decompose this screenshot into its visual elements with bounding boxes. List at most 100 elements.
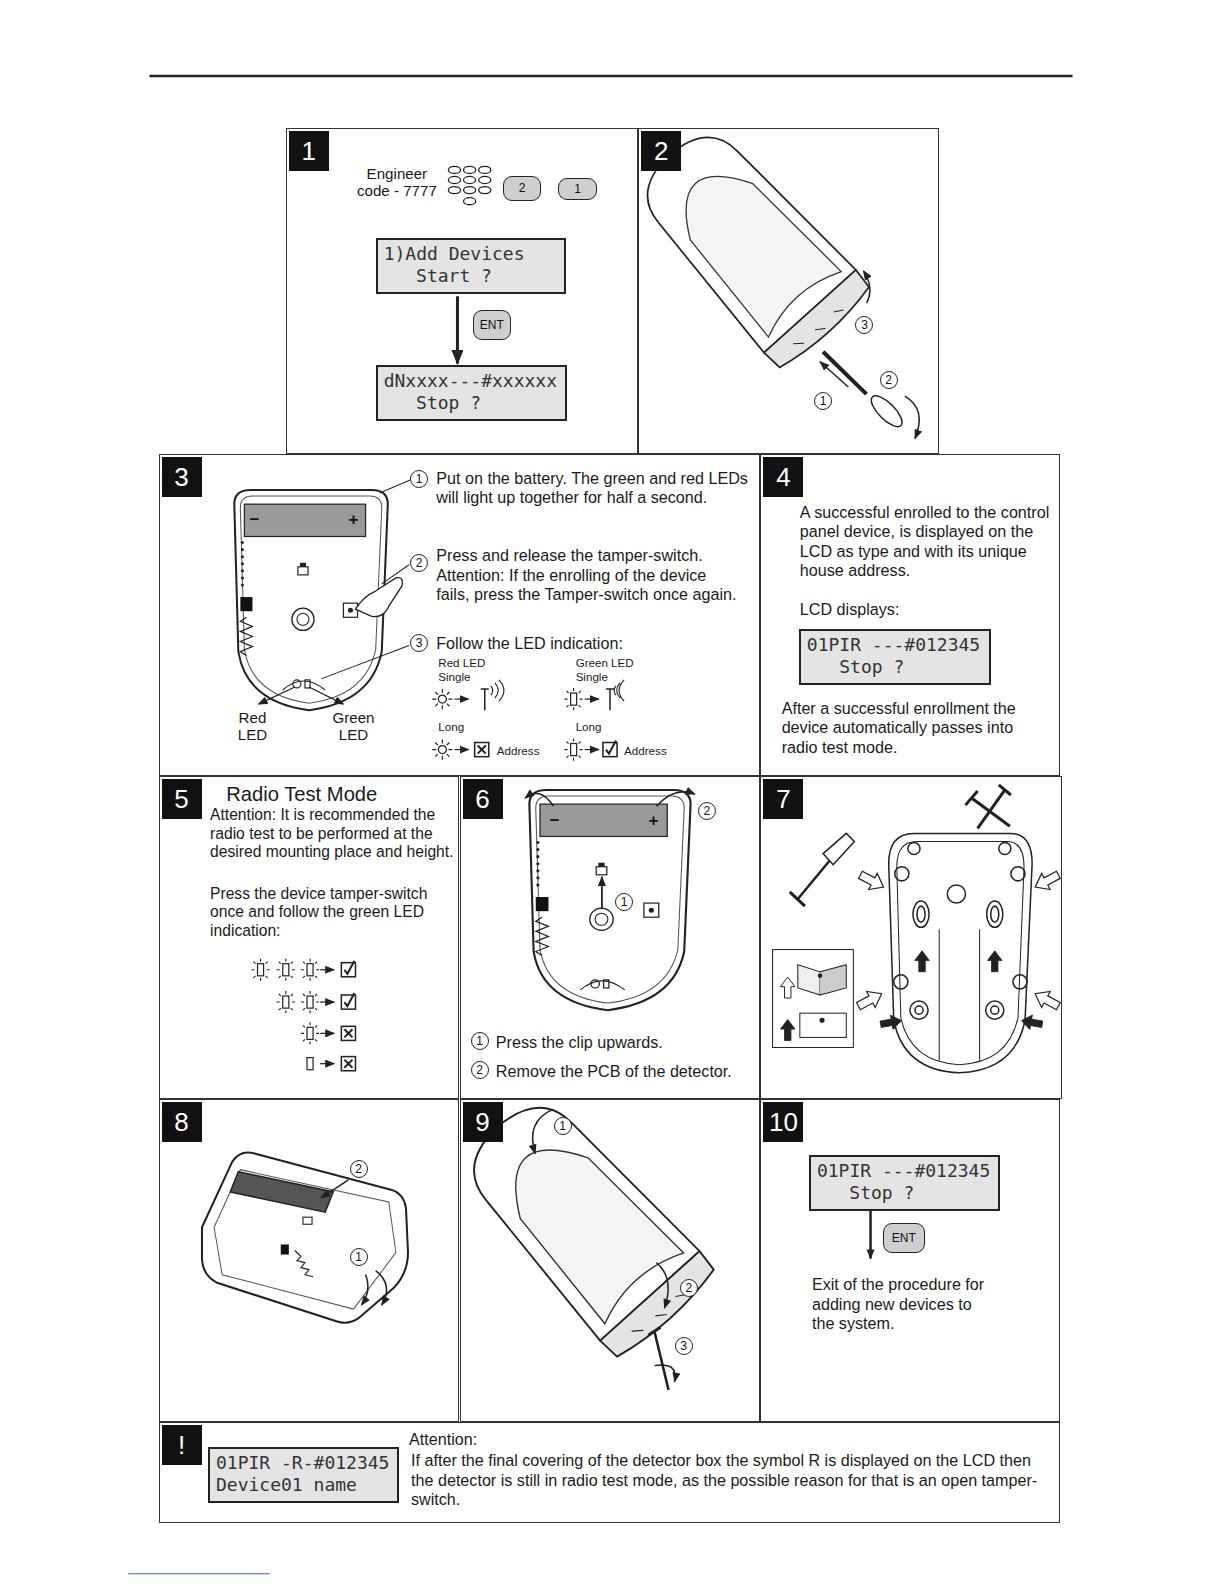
- flow-arrow: [456, 296, 459, 363]
- step-number: 3: [162, 457, 202, 497]
- callout-number: 3: [410, 634, 428, 652]
- lcd-line: dNxxxx---#xxxxxx: [384, 370, 557, 392]
- mounting-arrows: [879, 1013, 902, 1031]
- instruction-text: Attention:: [409, 1430, 611, 1449]
- lcd-display: 01PIR ---#012345Stop ?: [809, 1155, 1000, 1211]
- keypad-button: ENT: [473, 310, 511, 340]
- cover-closing: [656, 1263, 668, 1308]
- callout-number: 1: [350, 1248, 368, 1266]
- instruction-text: Address: [497, 744, 558, 758]
- button-label: 1: [574, 182, 581, 196]
- keypad-icon: [448, 176, 460, 183]
- instruction-text: Press the clip upwards.: [496, 1033, 754, 1052]
- keypad-icon: [464, 166, 476, 173]
- mounting-base: [798, 965, 820, 995]
- instruction-text: Attention: It is recommended the radio t…: [210, 806, 458, 862]
- radio-test-icons: [341, 961, 355, 977]
- mounting-base: [913, 901, 929, 927]
- callout-number: 1: [554, 1117, 572, 1135]
- mounting-arrows: [780, 977, 795, 998]
- step-number: 10: [763, 1102, 803, 1142]
- mounting-base: [910, 1001, 928, 1019]
- step-panel: 4A successful enrolled to the control pa…: [760, 454, 1060, 775]
- keypad-button: 2: [503, 176, 541, 201]
- pcb-reinsert: [303, 1217, 312, 1224]
- radio-test-icons: [341, 1057, 355, 1071]
- lcd-display: 1)Add DevicesStart ?: [376, 238, 566, 294]
- pcb-battery-step: [321, 646, 409, 679]
- lcd-line: Stop ?: [839, 656, 904, 678]
- mounting-base: [894, 975, 908, 989]
- detector-opening: [863, 271, 869, 303]
- instruction-text: Radio Test Mode: [226, 782, 453, 806]
- led-indication-icons: [454, 749, 468, 750]
- pcb-removal: [525, 794, 553, 807]
- radio-test-icons: [301, 959, 319, 981]
- detector-opening: [867, 391, 907, 431]
- mounting-arrows: [780, 1019, 795, 1040]
- battery-sign: +: [645, 811, 661, 831]
- battery-sign: −: [246, 510, 262, 530]
- radio-test-icons: [341, 1026, 355, 1040]
- callout-number: 2: [410, 554, 428, 572]
- led-indication-icons: [565, 738, 583, 760]
- cover-closing: [654, 1331, 668, 1390]
- pcb-reinsert: [281, 1244, 289, 1254]
- instruction-text: Long: [438, 720, 478, 734]
- mounting-base: [991, 1006, 999, 1014]
- button-label: 2: [519, 181, 526, 195]
- mounting-base: [889, 833, 1032, 1072]
- pcb-reinsert: [376, 1271, 387, 1305]
- pcb-battery-step: [380, 480, 410, 493]
- lcd-line: Start ?: [416, 265, 492, 287]
- callout-number: 2: [350, 1160, 368, 1178]
- lcd-line: 01PIR -R-#012345: [216, 1452, 389, 1474]
- step-number: 9: [463, 1102, 503, 1142]
- mounting-base: [978, 790, 1005, 828]
- step-panel: 9: [460, 1099, 761, 1422]
- step-panel: 2: [638, 128, 939, 454]
- led-indication-icons: [585, 749, 599, 750]
- lcd-line: 01PIR ---#012345: [807, 634, 980, 656]
- step-number: 2: [641, 131, 681, 171]
- mounting-base: [915, 1006, 923, 1014]
- mounting-base: [987, 901, 1003, 927]
- radio-test-icons: [251, 959, 269, 981]
- cover-closing: [448, 1082, 720, 1363]
- led-indication-icons: [432, 739, 452, 759]
- step-panel: !Attention:If after the final covering o…: [159, 1422, 1061, 1523]
- radio-test-icons: [320, 1033, 334, 1034]
- radio-test-icons: [301, 1022, 319, 1044]
- callout-number: 2: [698, 802, 716, 820]
- instruction-text: Follow the LED indication:: [436, 634, 739, 653]
- mounting-arrows: [1031, 986, 1063, 1014]
- callout-number: 3: [675, 1337, 693, 1355]
- keypad-button: 1: [558, 178, 596, 200]
- callout-number: 1: [814, 392, 832, 410]
- keypad-icon: [448, 166, 460, 173]
- step-panel: 1211)Add DevicesStart ?ENTdNxxxx---#xxxx…: [286, 128, 638, 454]
- mounting-base: [991, 906, 999, 922]
- step-number: 4: [763, 457, 803, 497]
- instruction-text: Remove the PCB of the detector.: [496, 1062, 754, 1081]
- mounting-base: [800, 1013, 846, 1037]
- cover-closing: [448, 1082, 720, 1390]
- cover-closing: [648, 1327, 660, 1335]
- pcb-reinsert: [202, 1153, 408, 1323]
- mounting-base: [908, 842, 920, 854]
- lcd-line: Device01 name: [216, 1474, 357, 1496]
- footer-rule: [128, 1573, 269, 1574]
- lcd-line: 1)Add Devices: [384, 243, 525, 265]
- mounting-base: [820, 965, 846, 995]
- instruction-text: Green LED Single: [576, 656, 643, 684]
- keypad-icon: [464, 176, 476, 183]
- instruction-text: Address: [624, 744, 685, 758]
- lcd-line: 01PIR ---#012345: [817, 1160, 990, 1182]
- mounting-base: [939, 929, 979, 1060]
- radio-test-icons: [301, 991, 319, 1013]
- lcd-display: dNxxxx---#xxxxxxStop ?: [376, 365, 567, 421]
- callout-number: 2: [680, 1279, 698, 1297]
- detector-opening: [623, 114, 919, 439]
- step-panel: 7: [760, 776, 1062, 1099]
